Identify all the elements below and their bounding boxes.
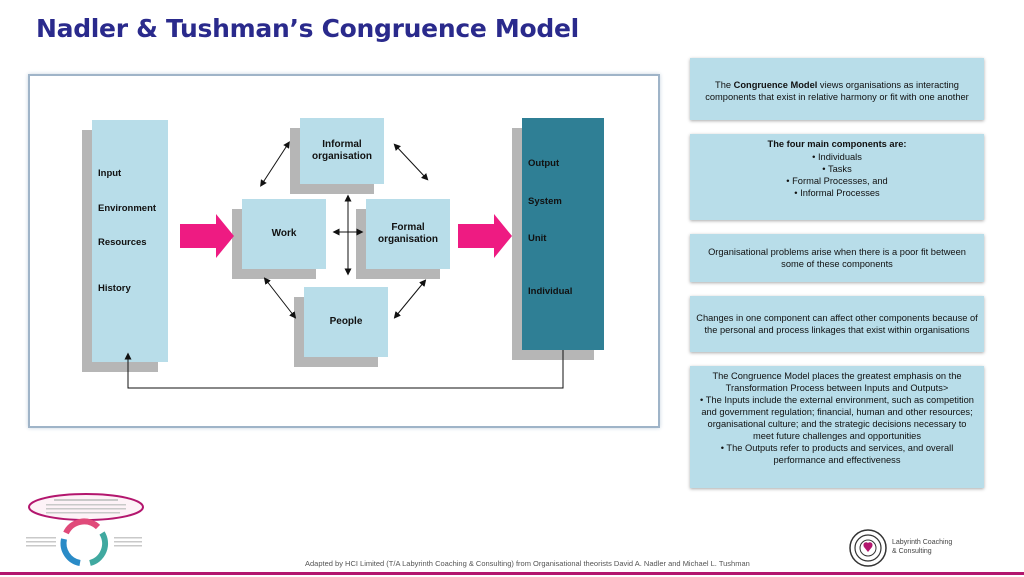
input-arrow: [180, 214, 234, 258]
arrow-informal-work: [260, 141, 290, 187]
footer-attribution: Adapted by HCI Limited (T/A Labyrinth Co…: [305, 559, 750, 568]
output-item: System: [528, 196, 562, 207]
input-item: History: [98, 283, 131, 294]
arrow-formal-people: [393, 279, 427, 319]
input-item: Resources: [98, 237, 147, 248]
panel-transformation-bullet: • The Outputs refer to products and serv…: [720, 443, 954, 465]
panel-definition-text: views organisations as interacting compo…: [705, 80, 969, 102]
arrow-work-people: [263, 277, 297, 319]
work-label: Work: [271, 228, 297, 239]
output-item: Individual: [528, 286, 573, 297]
panel-problems: Organisational problems arise when there…: [690, 234, 984, 282]
diagram-connectors: [124, 141, 564, 389]
outputs-box: Output System Unit Individual: [522, 118, 604, 350]
panel-definition-bold: Congruence Model: [733, 80, 818, 90]
informal-organisation-box: Informal organisation: [300, 118, 384, 184]
bottom-accent-line: [0, 572, 1024, 575]
panel-changes: Changes in one component can affect othe…: [690, 296, 984, 352]
panel-transformation-intro: The Congruence Model places the greatest…: [712, 371, 962, 393]
component-item: • Formal Processes, and: [786, 176, 888, 186]
panel-components: The four main components are: • Individu…: [690, 134, 984, 220]
feedback-loop: [124, 350, 564, 389]
output-arrow: [458, 214, 512, 258]
output-item: Unit: [528, 233, 547, 244]
input-item: Input: [98, 168, 122, 179]
informal-organisation-label: Informal organisation: [312, 139, 373, 162]
inputs-box: Input Environment Resources History: [92, 120, 168, 362]
component-item: • Informal Processes: [794, 188, 880, 198]
people-box: People: [304, 287, 388, 357]
output-item: Output: [528, 158, 560, 169]
work-box: Work: [242, 199, 326, 269]
component-item: • Tasks: [822, 164, 852, 174]
thumbnail-graphic: [26, 493, 144, 566]
page-title: Nadler & Tushman’s Congruence Model: [36, 14, 579, 43]
panel-transformation-bullet: • The Inputs include the external enviro…: [700, 395, 974, 441]
panel-transformation: The Congruence Model places the greatest…: [690, 366, 984, 488]
logo-text: Labyrinth Coaching & Consulting: [892, 538, 952, 556]
panel-components-heading: The four main components are:: [767, 139, 907, 149]
labyrinth-logo-icon: [849, 529, 887, 567]
component-item: • Individuals: [812, 152, 862, 162]
panel-definition: The Congruence Model views organisations…: [690, 58, 984, 120]
components-list: • Individuals • Tasks • Formal Processes…: [696, 151, 978, 199]
input-item: Environment: [98, 203, 157, 214]
logo-line-1: Labyrinth Coaching: [892, 539, 953, 546]
formal-organisation-label: Formal organisation: [378, 222, 439, 245]
formal-organisation-box: Formal organisation: [366, 199, 450, 269]
arrow-informal-formal: [393, 143, 429, 181]
people-label: People: [329, 316, 363, 327]
panel-definition-prefix: The: [715, 80, 734, 90]
diagram-frame: Input Environment Resources History Info…: [28, 74, 660, 428]
logo-line-2: & Consulting: [892, 548, 932, 555]
